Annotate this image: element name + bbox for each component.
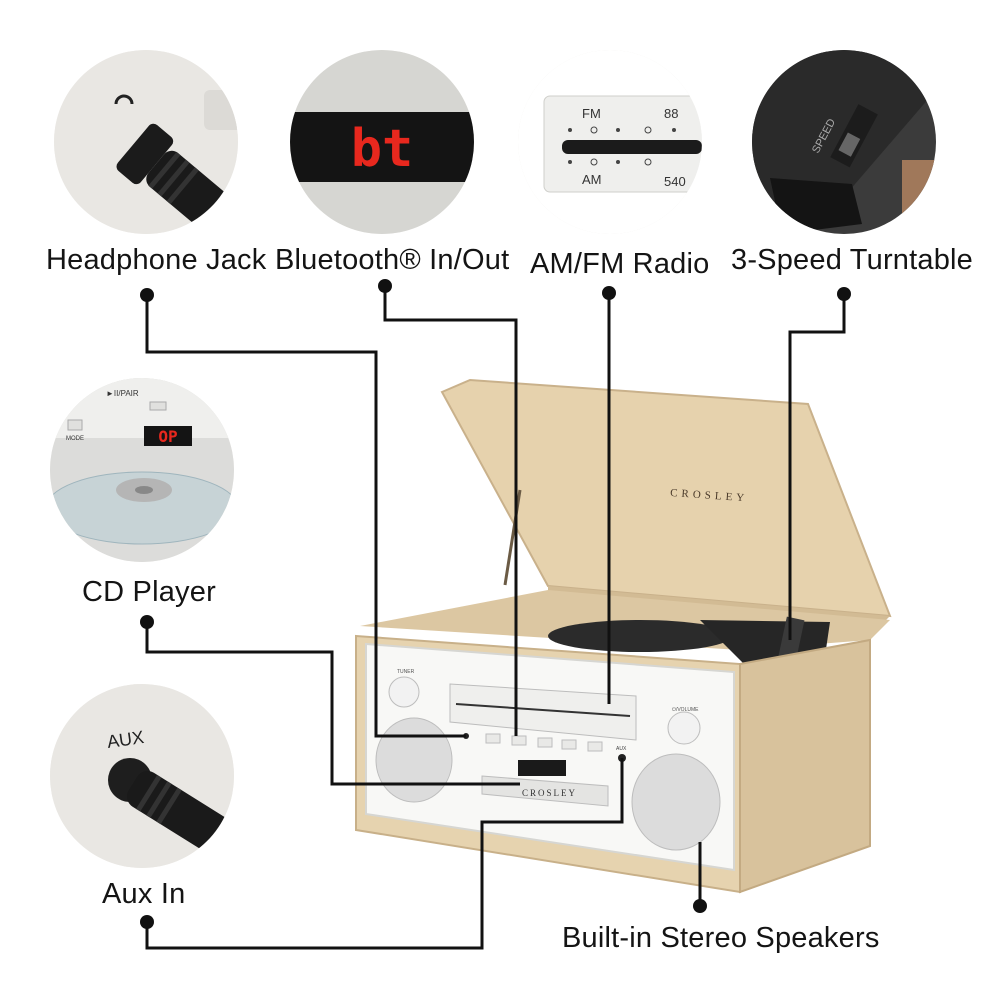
bluetooth-display-text: bt — [351, 119, 414, 179]
headphone-connector — [145, 295, 466, 738]
cd-connector — [145, 622, 520, 786]
svg-text:540: 540 — [664, 174, 686, 189]
turntable-label: 3-Speed Turntable — [731, 244, 974, 276]
cabinet-side — [739, 638, 871, 894]
cd-player-label: CD Player — [82, 576, 216, 608]
connector-dots — [140, 279, 851, 929]
control-buttons — [485, 733, 603, 752]
bluetooth-label: Bluetooth® In/Out — [275, 244, 510, 276]
left-speaker — [375, 717, 453, 803]
bluetooth-display-icon: bt — [290, 50, 474, 234]
bluetooth-circle: bt — [290, 50, 474, 234]
svg-text:►II/PAIR: ►II/PAIR — [106, 389, 139, 398]
aux-connector — [145, 758, 624, 950]
cd-disc-icon: ►II/PAIR MODE OP — [50, 378, 234, 562]
tuner-knob — [388, 676, 420, 708]
headphone-jack-label: Headphone Jack — [46, 244, 267, 276]
svg-text:88: 88 — [664, 106, 678, 121]
svg-text:AUX: AUX — [616, 746, 627, 752]
aux-in-label: Aux In — [102, 878, 186, 910]
radio-dial-icon: FM 88 AM 540 — [518, 50, 702, 234]
headphone-jack-icon — [54, 50, 238, 234]
right-speaker — [631, 753, 721, 851]
svg-text:FM: FM — [582, 106, 601, 121]
cd-player-circle: ►II/PAIR MODE OP — [50, 378, 234, 562]
bluetooth-connector — [383, 286, 518, 736]
turntable-circle: SPEED — [752, 50, 936, 234]
volume-knob — [667, 711, 701, 745]
aux-jack-icon: AUX — [50, 684, 234, 868]
speed-switch-icon: SPEED — [752, 50, 936, 234]
turntable-connector — [788, 294, 846, 640]
svg-text:MODE: MODE — [66, 436, 84, 442]
cd-display-text: OP — [158, 427, 177, 446]
radio-dial — [449, 683, 637, 741]
svg-text:TUNER: TUNER — [397, 669, 415, 675]
svg-text:⏻/VOLUME: ⏻/VOLUME — [672, 707, 699, 713]
svg-text:CROSLEY: CROSLEY — [522, 788, 577, 798]
speakers-label: Built-in Stereo Speakers — [562, 922, 880, 954]
svg-text:AM: AM — [582, 172, 602, 187]
radio-label: AM/FM Radio — [530, 248, 710, 280]
radio-circle: FM 88 AM 540 — [518, 50, 702, 234]
lid-brand: CROSLEY — [670, 487, 749, 504]
headphone-jack-circle — [54, 50, 238, 234]
record-player: CROSLEY TUNER ⏻/VOLUME — [355, 378, 892, 894]
connector-lines — [145, 286, 846, 950]
turntable-lid — [440, 378, 892, 618]
cd-display — [518, 760, 566, 776]
aux-in-circle: AUX — [50, 684, 234, 868]
platter — [548, 620, 732, 652]
